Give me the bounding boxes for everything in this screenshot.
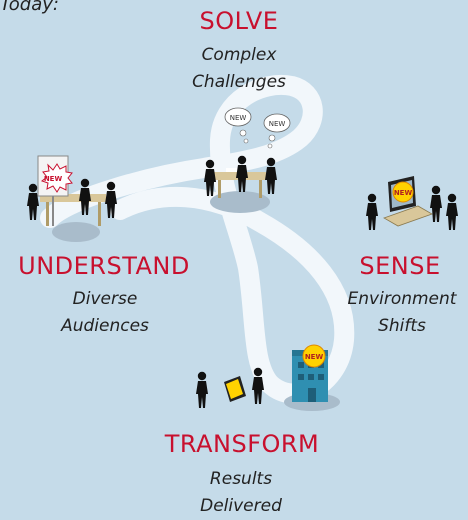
transform-subtitle: Results Delivered bbox=[166, 466, 316, 520]
solve-subtitle: Complex Challenges bbox=[164, 42, 314, 96]
solve-subtitle-line-1: Complex bbox=[201, 45, 277, 65]
solve-subtitle-line-2: Challenges bbox=[192, 72, 286, 92]
new-badge-icon bbox=[40, 163, 73, 193]
building-new-label: NEW bbox=[305, 353, 324, 361]
sense-subtitle-line-1: Environment bbox=[347, 289, 457, 309]
header-fragment: Today: bbox=[0, 0, 59, 15]
understand-title: UNDERSTAND bbox=[18, 252, 190, 280]
thought-new-label-2: NEW bbox=[269, 120, 286, 128]
thought-bubble-icon bbox=[224, 107, 291, 149]
sense-subtitle: Environment Shifts bbox=[338, 286, 466, 340]
sense-laptop-illustration bbox=[366, 176, 458, 230]
board-new-label: NEW bbox=[44, 175, 63, 183]
laptop-new-badge-icon bbox=[392, 181, 414, 203]
understand-subtitle: Diverse Audiences bbox=[30, 286, 180, 340]
understand-subtitle-line-1: Diverse bbox=[72, 289, 138, 309]
thought-new-label-1: NEW bbox=[230, 114, 247, 122]
transform-people-illustration bbox=[196, 367, 264, 408]
sense-subtitle-line-2: Shifts bbox=[378, 316, 426, 336]
transform-subtitle-line-1: Results bbox=[209, 469, 273, 489]
sense-title: SENSE bbox=[359, 252, 441, 280]
understand-meeting-illustration bbox=[27, 155, 117, 242]
cycle-loop-path bbox=[40, 75, 355, 404]
solve-title: SOLVE bbox=[199, 7, 279, 35]
building-new-badge-icon bbox=[302, 344, 326, 368]
understand-subtitle-line-2: Audiences bbox=[61, 316, 149, 336]
transform-title: TRANSFORM bbox=[164, 430, 320, 458]
solve-meeting-illustration bbox=[204, 155, 277, 213]
transform-subtitle-line-2: Delivered bbox=[200, 496, 282, 516]
laptop-new-label: NEW bbox=[394, 189, 413, 197]
